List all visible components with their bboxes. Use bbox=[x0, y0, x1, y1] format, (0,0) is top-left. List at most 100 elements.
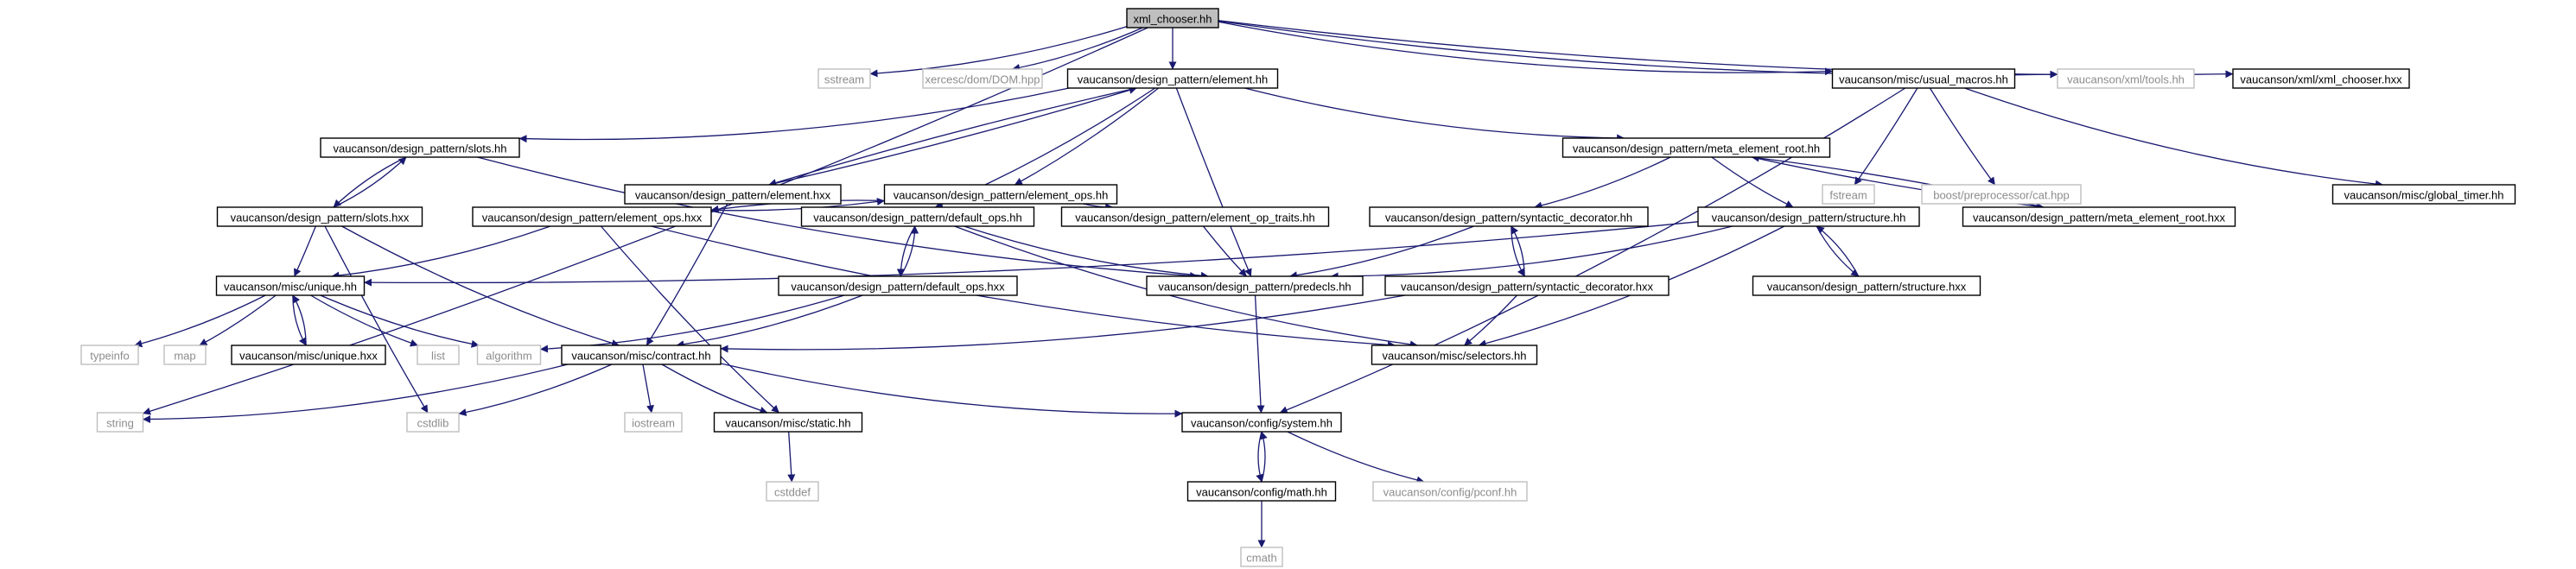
node-label: vaucanson/design_pattern/element_ops.hh bbox=[894, 189, 1109, 202]
node-unique-hh[interactable]: vaucanson/misc/unique.hh bbox=[215, 275, 366, 296]
node-box[interactable] bbox=[1146, 275, 1364, 296]
node-element-op-traits[interactable]: vaucanson/design_pattern/element_op_trai… bbox=[1060, 206, 1330, 227]
node-box[interactable] bbox=[1697, 206, 1920, 227]
node-boost-cat: boost/preprocessor/cat.hpp bbox=[1921, 184, 2082, 205]
node-box[interactable] bbox=[216, 206, 423, 227]
node-element-hxx[interactable]: vaucanson/design_pattern/element.hxx bbox=[624, 184, 842, 205]
node-element-hh[interactable]: vaucanson/design_pattern/element.hh bbox=[1066, 68, 1279, 89]
node-box[interactable] bbox=[1181, 412, 1342, 433]
node-box[interactable] bbox=[778, 275, 1018, 296]
node-label: vaucanson/xml/xml_chooser.hxx bbox=[2240, 73, 2402, 86]
edge-xml_chooser_hh-to-usual_macros bbox=[1218, 21, 1833, 76]
edge-synt_dec_hxx-to-selectors bbox=[1464, 294, 1517, 346]
node-unique-hxx[interactable]: vaucanson/misc/unique.hxx bbox=[231, 345, 386, 365]
node-box[interactable] bbox=[1186, 481, 1337, 502]
node-label: vaucanson/design_pattern/element.hxx bbox=[635, 189, 831, 202]
node-box bbox=[1372, 481, 1528, 502]
node-static-hh[interactable]: vaucanson/misc/static.hh bbox=[713, 412, 863, 433]
edge-default_ops_hh-to-default_ops_hxx bbox=[896, 225, 916, 277]
node-contract-hh[interactable]: vaucanson/misc/contract.hh bbox=[561, 345, 722, 365]
edge-slots_hh-to-slots_hxx bbox=[333, 156, 407, 208]
node-box[interactable] bbox=[883, 184, 1118, 205]
node-math-hh[interactable]: vaucanson/config/math.hh bbox=[1186, 481, 1337, 502]
edge-unique_hh-to-typeinfo bbox=[134, 294, 266, 348]
edge-contract_hh-to-system_hh bbox=[720, 363, 1183, 418]
node-box[interactable] bbox=[472, 206, 712, 227]
node-map: map bbox=[163, 345, 207, 365]
node-usual-macros[interactable]: vaucanson/misc/usual_macros.hh bbox=[1831, 68, 2016, 89]
node-system-hh[interactable]: vaucanson/config/system.hh bbox=[1181, 412, 1342, 433]
node-label: vaucanson/misc/unique.hh bbox=[224, 281, 357, 294]
node-label: cstdlib bbox=[417, 417, 449, 430]
node-box[interactable] bbox=[1562, 137, 1831, 158]
node-slots-hh[interactable]: vaucanson/design_pattern/slots.hh bbox=[320, 137, 520, 158]
node-box[interactable] bbox=[1371, 345, 1538, 365]
node-element-ops-hh[interactable]: vaucanson/design_pattern/element_ops.hh bbox=[883, 184, 1118, 205]
node-label: string bbox=[106, 417, 134, 430]
edge-slots_hxx-to-unique_hh bbox=[294, 225, 316, 277]
node-label: typeinfo bbox=[90, 350, 130, 363]
edge-element_hh-to-predecls bbox=[1175, 87, 1252, 277]
node-synt-dec-hxx[interactable]: vaucanson/design_pattern/syntactic_decor… bbox=[1384, 275, 1670, 296]
node-box[interactable] bbox=[1962, 206, 2236, 227]
node-structure-hh[interactable]: vaucanson/design_pattern/structure.hh bbox=[1697, 206, 1920, 227]
edge-xml_chooser_hh-to-string bbox=[143, 27, 1148, 415]
node-box[interactable] bbox=[215, 275, 366, 296]
node-element-ops-hxx[interactable]: vaucanson/design_pattern/element_ops.hxx bbox=[472, 206, 712, 227]
node-box[interactable] bbox=[1752, 275, 1981, 296]
edge-contract_hh-to-string bbox=[143, 364, 569, 423]
node-box bbox=[476, 345, 542, 365]
edge-contract_hh-to-cstdlib bbox=[458, 364, 613, 416]
node-default-ops-hh[interactable]: vaucanson/design_pattern/default_ops.hh bbox=[800, 206, 1035, 227]
node-label: cstddef bbox=[774, 486, 811, 499]
edge-structure_hh-to-predecls bbox=[1330, 225, 1733, 281]
edge-element_ops_hxx-to-element_ops_hh bbox=[710, 198, 885, 212]
node-box[interactable] bbox=[2232, 68, 2410, 89]
edge-element_ops_hxx-to-static_hh bbox=[600, 225, 779, 414]
edge-default_ops_hxx-to-contract_hh bbox=[676, 294, 863, 349]
node-box[interactable] bbox=[320, 137, 520, 158]
node-default-ops-hxx[interactable]: vaucanson/design_pattern/default_ops.hxx bbox=[778, 275, 1018, 296]
node-global-timer[interactable]: vaucanson/misc/global_timer.hh bbox=[2331, 184, 2516, 205]
node-label: vaucanson/design_pattern/syntactic_decor… bbox=[1385, 212, 1632, 224]
edge-default_ops_hxx-to-algorithm bbox=[540, 294, 845, 353]
node-xml-chooser-hh[interactable]: xml_chooser.hh bbox=[1126, 8, 1219, 28]
node-structure-hxx[interactable]: vaucanson/design_pattern/structure.hxx bbox=[1752, 275, 1981, 296]
node-box[interactable] bbox=[1831, 68, 2016, 89]
edge-synt_dec_hxx-to-synt_dec_hh bbox=[1511, 225, 1525, 277]
edge-usual_macros-to-boost_cat bbox=[1929, 87, 1996, 186]
edge-slots_hh-to-predecls bbox=[477, 156, 1199, 280]
node-box[interactable] bbox=[1384, 275, 1670, 296]
node-label: vaucanson/misc/contract.hh bbox=[571, 350, 710, 363]
node-box[interactable] bbox=[1126, 8, 1219, 28]
edge-slots_hxx-to-slots_hh bbox=[333, 156, 407, 208]
node-meta-root-hh[interactable]: vaucanson/design_pattern/meta_element_ro… bbox=[1562, 137, 1831, 158]
node-box[interactable] bbox=[231, 345, 386, 365]
edge-math_hh-to-system_hh bbox=[1259, 431, 1268, 483]
node-label: vaucanson/misc/global_timer.hh bbox=[2344, 189, 2504, 202]
node-predecls[interactable]: vaucanson/design_pattern/predecls.hh bbox=[1146, 275, 1364, 296]
edge-default_ops_hxx-to-default_ops_hh bbox=[900, 225, 919, 277]
edge-element_hh-to-slots_hh bbox=[518, 87, 1070, 143]
node-label: vaucanson/config/system.hh bbox=[1191, 417, 1333, 430]
node-selectors[interactable]: vaucanson/misc/selectors.hh bbox=[1371, 345, 1538, 365]
node-meta-root-hxx[interactable]: vaucanson/design_pattern/meta_element_ro… bbox=[1962, 206, 2236, 227]
node-box[interactable] bbox=[713, 412, 863, 433]
node-box[interactable] bbox=[624, 184, 842, 205]
node-box[interactable] bbox=[561, 345, 722, 365]
node-box[interactable] bbox=[1060, 206, 1330, 227]
node-xml-chooser-hxx[interactable]: vaucanson/xml/xml_chooser.hxx bbox=[2232, 68, 2410, 89]
node-box[interactable] bbox=[2331, 184, 2516, 205]
dependency-edges bbox=[134, 20, 2383, 548]
node-slots-hxx[interactable]: vaucanson/design_pattern/slots.hxx bbox=[216, 206, 423, 227]
node-box[interactable] bbox=[1066, 68, 1279, 89]
edge-unique_hxx-to-unique_hh bbox=[292, 294, 307, 346]
node-label: boost/preprocessor/cat.hpp bbox=[1933, 189, 2070, 202]
node-synt-dec-hh[interactable]: vaucanson/design_pattern/syntactic_decor… bbox=[1369, 206, 1649, 227]
node-box[interactable] bbox=[1369, 206, 1649, 227]
node-label: vaucanson/design_pattern/structure.hxx bbox=[1767, 281, 1967, 294]
node-label: algorithm bbox=[486, 350, 531, 363]
node-box bbox=[624, 412, 683, 433]
node-box[interactable] bbox=[800, 206, 1035, 227]
node-label: vaucanson/misc/selectors.hh bbox=[1383, 350, 1527, 363]
